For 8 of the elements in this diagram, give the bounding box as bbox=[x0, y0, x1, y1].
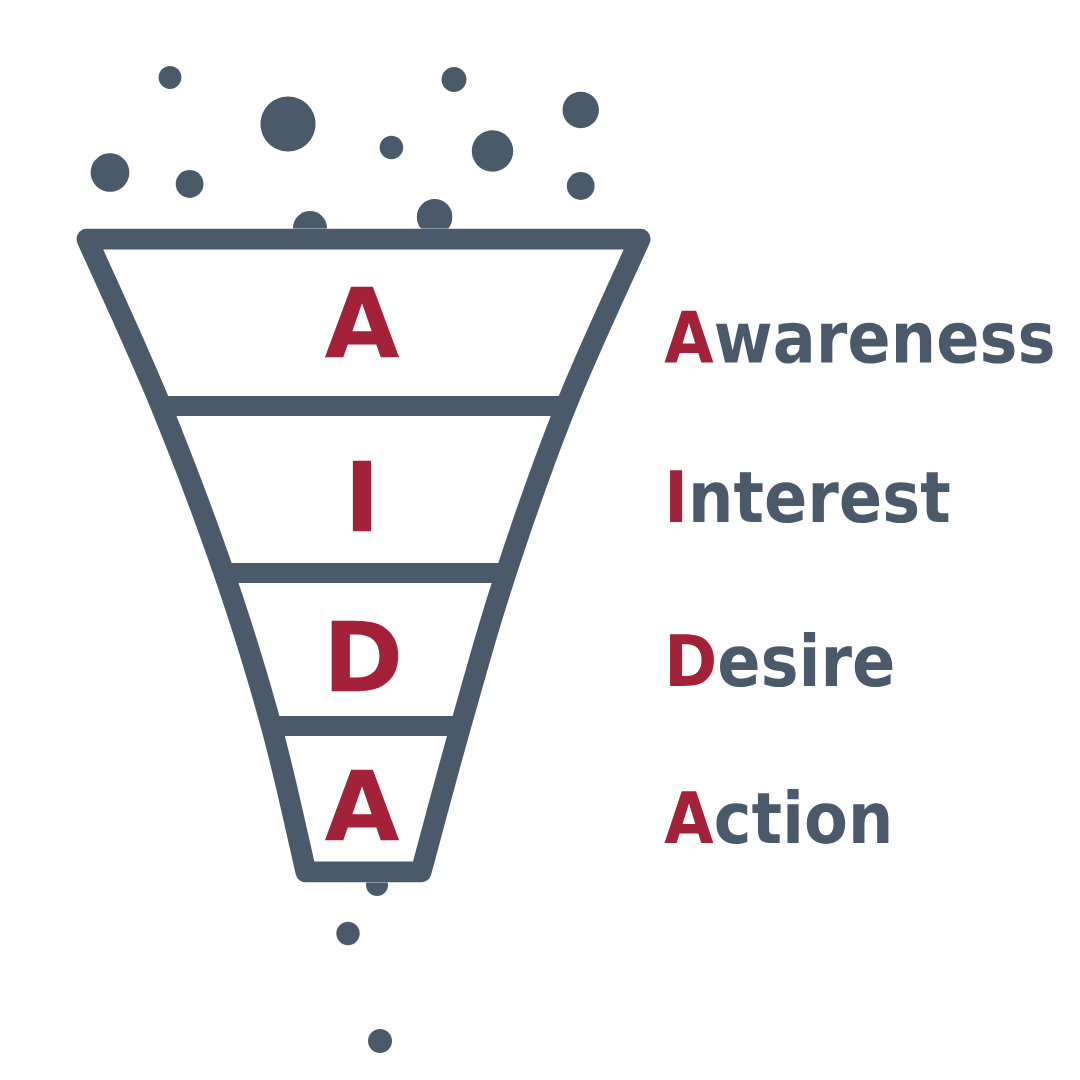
stage-label: Interest bbox=[670, 470, 950, 523]
funnel-section: A bbox=[76, 228, 651, 416]
funnel-section: I bbox=[152, 416, 575, 583]
funnel-section: A bbox=[262, 736, 470, 883]
funnel-section: D bbox=[215, 583, 515, 736]
stage-label: Awareness bbox=[664, 310, 1053, 364]
stage-label: Action bbox=[664, 789, 889, 844]
stage-label: Desire bbox=[670, 632, 893, 687]
